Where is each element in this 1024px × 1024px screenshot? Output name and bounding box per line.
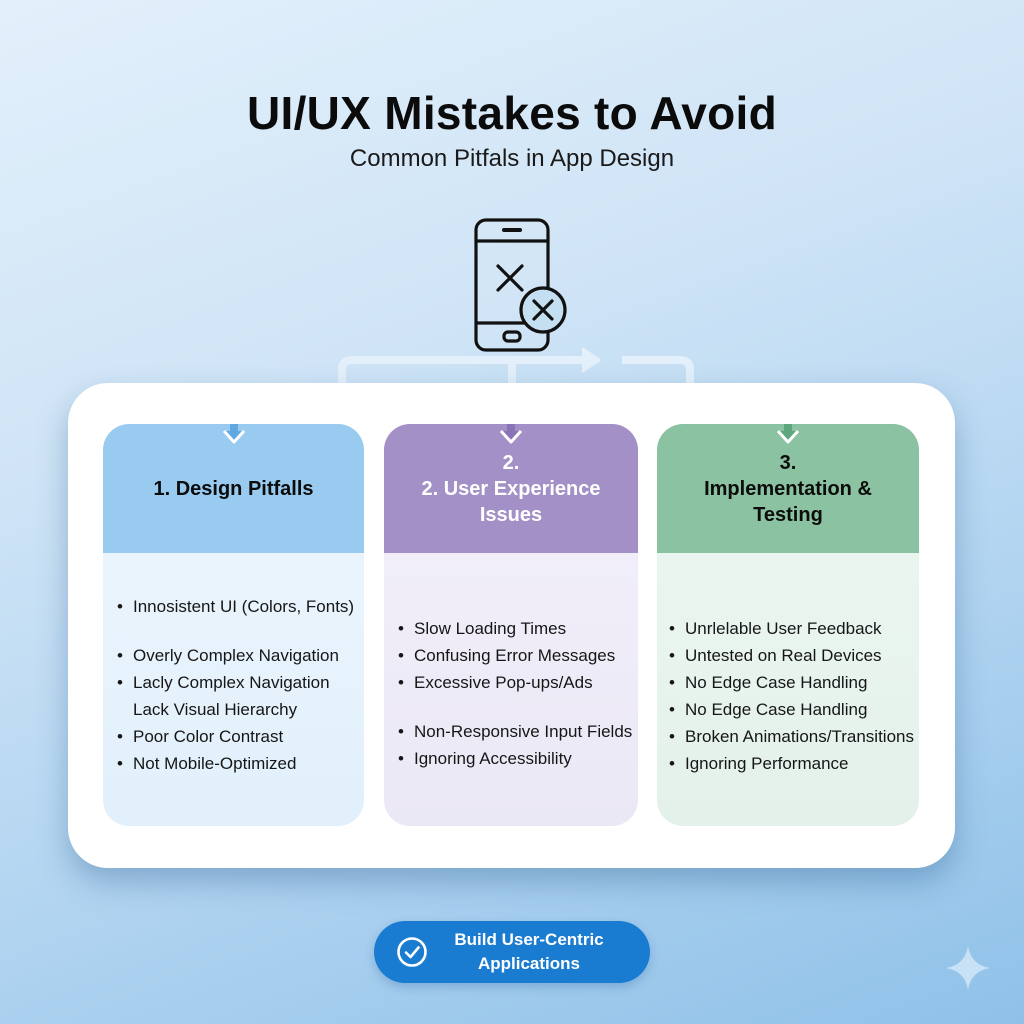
list-item: Not Mobile-Optimized bbox=[117, 750, 364, 777]
down-arrow-icon bbox=[499, 424, 523, 444]
card-title-line: Implementation & bbox=[704, 477, 872, 500]
down-arrow-icon bbox=[222, 424, 245, 444]
card-header: 3. Implementation & Testing bbox=[657, 424, 919, 553]
cta-label-line: Build User-Centric bbox=[454, 930, 604, 949]
build-user-centric-button[interactable]: Build User-Centric Applications bbox=[374, 921, 650, 983]
card-body: Unrlelable User Feedback Untested on Rea… bbox=[657, 553, 919, 826]
list-item: Lacly Complex Navigation bbox=[117, 669, 364, 696]
list-item: Poor Color Contrast bbox=[117, 723, 364, 750]
card-body: Innosistent UI (Colors, Fonts) Overly Co… bbox=[103, 553, 364, 826]
card-title-line: 1. Design Pitfalls bbox=[153, 477, 314, 500]
list-item: Innosistent UI (Colors, Fonts) bbox=[117, 593, 364, 620]
list-item: Overly Complex Navigation bbox=[117, 642, 364, 669]
list-item: Broken Animations/Transitions bbox=[669, 723, 919, 750]
card-title-line: Testing bbox=[753, 503, 823, 526]
card-title-line: 2. bbox=[502, 451, 520, 474]
list-item: Slow Loading Times bbox=[398, 615, 638, 642]
list-item: Excessive Pop-ups/Ads bbox=[398, 669, 638, 696]
list-item: Unrlelable User Feedback bbox=[669, 615, 919, 642]
card-title-line: Issues bbox=[479, 503, 543, 526]
card-title-line: 2. User Experience bbox=[421, 477, 601, 500]
list-item: Ignoring Performance bbox=[669, 750, 919, 777]
cta-label-line: Applications bbox=[477, 954, 580, 973]
phone-with-x-icon bbox=[474, 218, 567, 352]
list-item: Lack Visual Hierarchy bbox=[133, 700, 298, 719]
list-item: No Edge Case Handling bbox=[669, 696, 919, 723]
card-implementation-testing: 3. Implementation & Testing Unrlelable U… bbox=[657, 424, 919, 826]
pitfall-list: Slow Loading Times Confusing Error Messa… bbox=[398, 615, 638, 772]
down-arrow-icon bbox=[776, 424, 800, 444]
list-item: Untested on Real Devices bbox=[669, 642, 919, 669]
page-title: UI/UX Mistakes to Avoid bbox=[246, 87, 778, 139]
card-body: Slow Loading Times Confusing Error Messa… bbox=[384, 553, 638, 826]
page-subtitle: Common Pitfals in App Design bbox=[349, 145, 675, 172]
card-user-experience-issues: 2. 2. User Experience Issues Slow Loadin… bbox=[384, 424, 638, 826]
pitfall-list: Innosistent UI (Colors, Fonts) Overly Co… bbox=[117, 593, 364, 777]
card-header: 2. 2. User Experience Issues bbox=[384, 424, 638, 553]
card-header: 1. Design Pitfalls bbox=[103, 424, 364, 553]
check-circle-icon bbox=[397, 937, 427, 967]
list-item: No Edge Case Handling bbox=[669, 669, 919, 696]
sparkle-icon bbox=[946, 946, 990, 990]
card-title-line: 3. bbox=[779, 451, 797, 474]
list-item: Ignoring Accessibility bbox=[398, 745, 638, 772]
pitfall-list: Unrlelable User Feedback Untested on Rea… bbox=[669, 615, 919, 777]
list-item: Confusing Error Messages bbox=[398, 642, 638, 669]
cta-label: Build User-Centric Applications bbox=[428, 928, 650, 976]
card-design-pitfalls: 1. Design Pitfalls Innosistent UI (Color… bbox=[103, 424, 364, 826]
list-item: Non-Responsive Input Fields bbox=[398, 718, 638, 745]
